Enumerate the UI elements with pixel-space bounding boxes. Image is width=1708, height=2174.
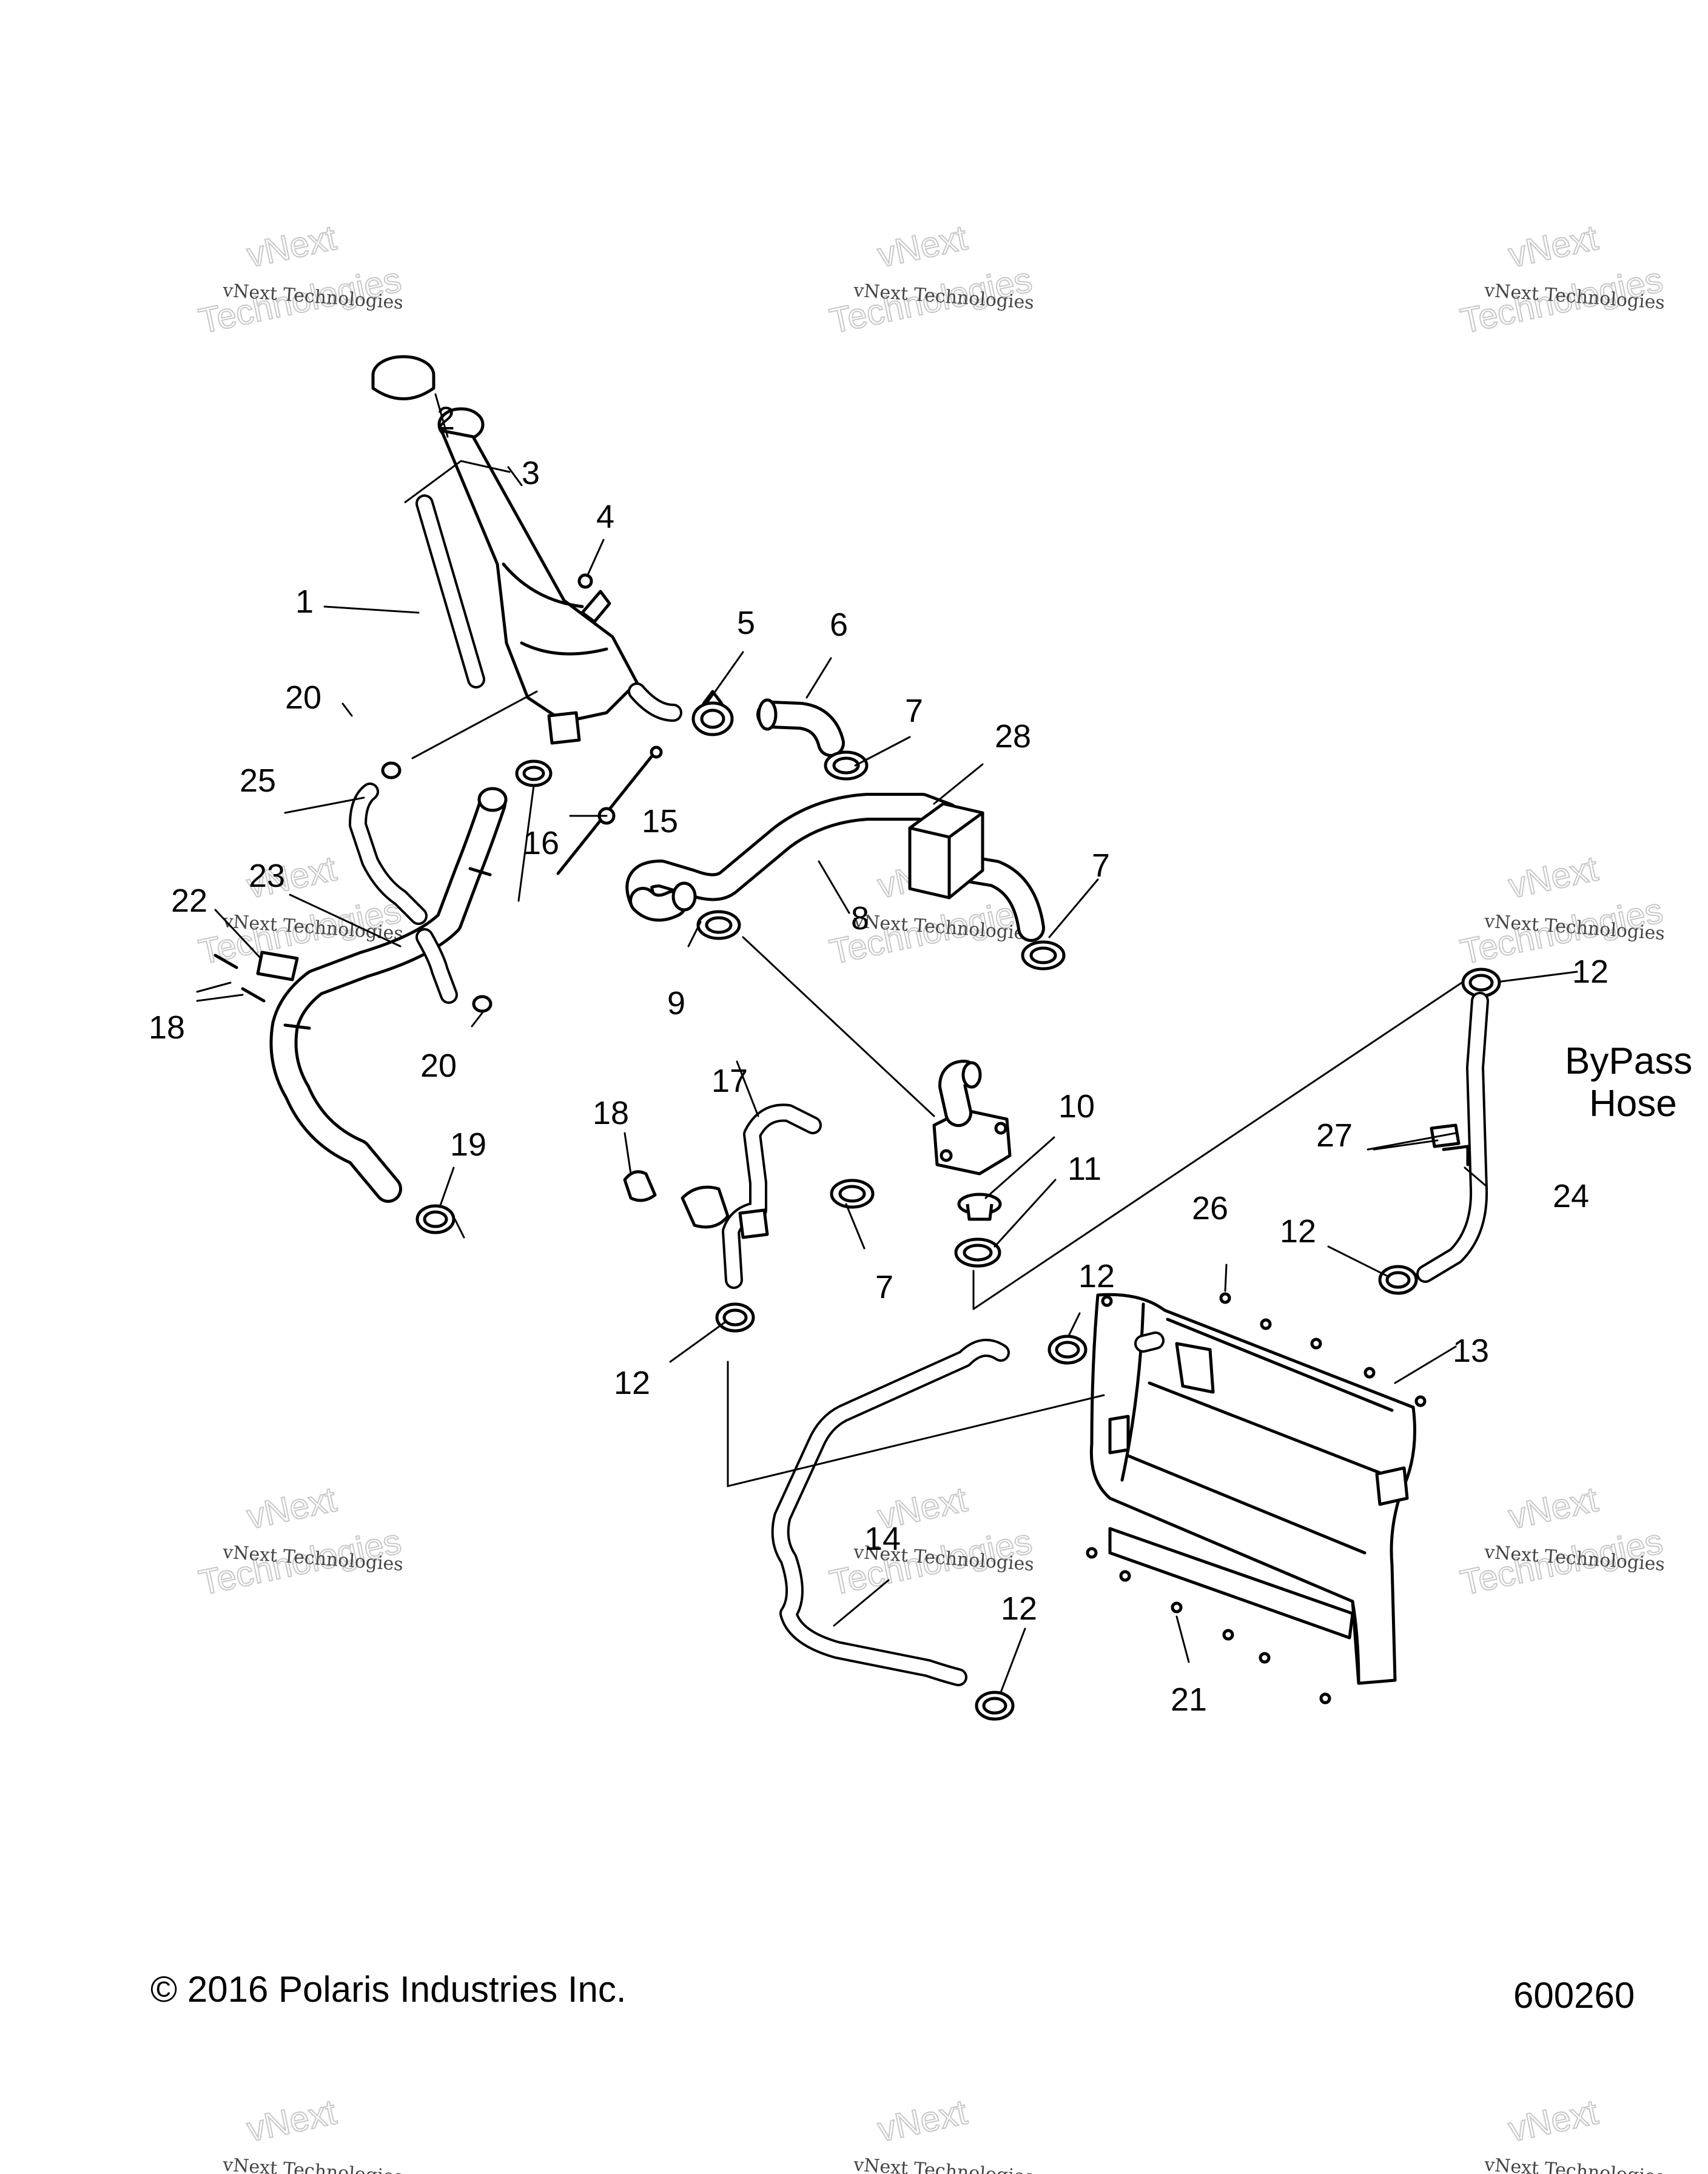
watermark-top-left: vNext Technologies vNext Technologies — [195, 217, 405, 342]
thermostat-housing-10-part — [932, 1060, 1012, 1176]
hose-clip-18-part — [623, 1170, 657, 1202]
watermark-top-right: vNext Technologies vNext Technologies — [1456, 217, 1667, 342]
radiator-13-part — [1089, 1293, 1416, 1685]
watermark-large-top: vNext — [1505, 849, 1601, 906]
callout-28: 28 — [995, 718, 1031, 755]
watermark-lower-right: vNext Technologies vNext Technologies — [1456, 1479, 1667, 1603]
callout-24: 24 — [1553, 1178, 1589, 1214]
hose-clamp-12b-part — [1378, 1265, 1418, 1295]
hose-clamp-12c-part — [1047, 1334, 1088, 1365]
callout-12c: 12 — [1078, 1258, 1115, 1294]
hose-elbow-6-part — [756, 698, 845, 757]
callout-18a: 18 — [593, 1095, 629, 1131]
callout-2: 2 — [437, 400, 455, 437]
leader-lines — [196, 393, 1578, 1694]
callout-26: 26 — [1192, 1190, 1228, 1227]
overflow-tube-part — [404, 460, 511, 688]
watermark-large-top: vNext — [1505, 1479, 1601, 1536]
callout-18b: 18 — [149, 1009, 185, 1046]
watermark-large-top: vNext — [243, 1479, 340, 1536]
callout-4: 4 — [596, 499, 614, 535]
thermostat-part — [957, 1193, 1002, 1221]
watermark-small: vNext Technologies — [1483, 2154, 1666, 2174]
callout-23: 23 — [249, 858, 285, 894]
bypass-label-line2: Hose — [1589, 1083, 1677, 1125]
hose-clamp-7c-part — [830, 1179, 875, 1209]
fill-cap-part — [371, 355, 435, 400]
bypass-label-line1: ByPass — [1565, 1040, 1692, 1082]
watermark-large-top: vNext — [243, 218, 340, 275]
watermark-lower-left: vNext Technologies vNext Technologies — [195, 1479, 405, 1603]
watermark-small: vNext Technologies — [221, 2154, 404, 2174]
retainer-clip-22-part — [256, 951, 299, 981]
callout-12d: 12 — [614, 1365, 650, 1401]
hose-clamp-9-part — [696, 910, 741, 940]
watermark-bottom-right: vNext vNext Technologies — [1483, 2092, 1666, 2174]
screw-18-part — [214, 954, 266, 1003]
main-coolant-hose-23-part — [269, 787, 508, 1203]
watermark-top-center: vNext Technologies vNext Technologies — [825, 217, 1036, 342]
coolant-tube-17-part — [681, 1103, 822, 1289]
hose-clamp-12d-part — [715, 1302, 755, 1333]
callout-17: 17 — [711, 1063, 748, 1099]
callout-3: 3 — [522, 455, 540, 491]
callout-7a: 7 — [905, 693, 923, 729]
callout-13: 13 — [1453, 1333, 1489, 1369]
insulation-block-28-part — [908, 802, 984, 900]
hose-assembly-8-part — [625, 793, 1045, 942]
callout-20b: 20 — [420, 1048, 457, 1084]
watermark-lower-center: vNext Technologies vNext Technologies — [825, 1479, 1036, 1603]
hose-clamp-16-part — [515, 759, 553, 787]
callout-27: 27 — [1316, 1117, 1353, 1154]
lower-radiator-hose-14-part — [771, 1339, 1010, 1686]
callout-5: 5 — [737, 605, 755, 641]
watermark-large-top: vNext — [1505, 2092, 1601, 2149]
small-nut-part — [577, 573, 593, 589]
callout-19: 19 — [450, 1126, 486, 1163]
watermark-large-top: vNext — [874, 2092, 970, 2149]
callout-20a: 20 — [285, 679, 321, 716]
watermark-bottom-left: vNext vNext Technologies — [221, 2092, 404, 2174]
callout-15: 15 — [642, 803, 678, 840]
watermark-large-top: vNext — [874, 218, 970, 275]
watermark-small: vNext Technologies — [852, 2154, 1035, 2174]
callout-14: 14 — [864, 1521, 901, 1557]
callout-25: 25 — [240, 762, 276, 799]
diagram-number: 600260 — [1513, 1975, 1635, 2016]
thermostat-gasket-11-part — [954, 1237, 1001, 1268]
hose-clamp-7a-part — [824, 750, 869, 781]
bypass-hose-label: ByPass Hose — [1565, 1040, 1692, 1125]
watermark-large-top: vNext — [243, 2092, 340, 2149]
callout-9: 9 — [667, 985, 685, 1021]
callout-numbers: 1 2 3 4 5 6 7 7 7 8 9 10 11 12 12 12 12 … — [149, 400, 1609, 1718]
hose-clamp-7b-part — [1021, 940, 1066, 971]
fasteners-part — [1086, 1292, 1427, 1705]
callout-16: 16 — [523, 825, 559, 861]
callout-10: 10 — [1058, 1088, 1095, 1125]
watermark-large-top: vNext — [1505, 218, 1601, 275]
filler-neck-bottle-part — [437, 407, 682, 745]
callout-12a: 12 — [1572, 954, 1609, 990]
bypass-hose-24-part — [1416, 992, 1489, 1283]
hose-clamp-19-part — [415, 1204, 456, 1234]
hose-clamp-5-part — [691, 690, 734, 736]
callout-21: 21 — [1171, 1681, 1207, 1718]
watermark-mid-right: vNext Technologies vNext Technologies — [1456, 848, 1667, 972]
callout-22: 22 — [171, 883, 207, 919]
callout-11: 11 — [1068, 1151, 1101, 1187]
overflow-hose-25-part — [349, 782, 428, 925]
callout-7c: 7 — [875, 1269, 893, 1305]
plug-cap-20-part — [381, 761, 493, 1013]
callout-12e: 12 — [1001, 1590, 1037, 1627]
copyright-text: © 2016 Polaris Industries Inc. — [150, 1969, 627, 2010]
callout-8: 8 — [851, 900, 869, 937]
callout-1: 1 — [295, 584, 314, 620]
callout-6: 6 — [830, 607, 848, 643]
callout-7b: 7 — [1092, 847, 1110, 884]
hose-clamp-12e-part — [975, 1691, 1015, 1721]
callout-12b: 12 — [1280, 1213, 1316, 1250]
watermark-bottom-center: vNext vNext Technologies — [852, 2092, 1035, 2174]
